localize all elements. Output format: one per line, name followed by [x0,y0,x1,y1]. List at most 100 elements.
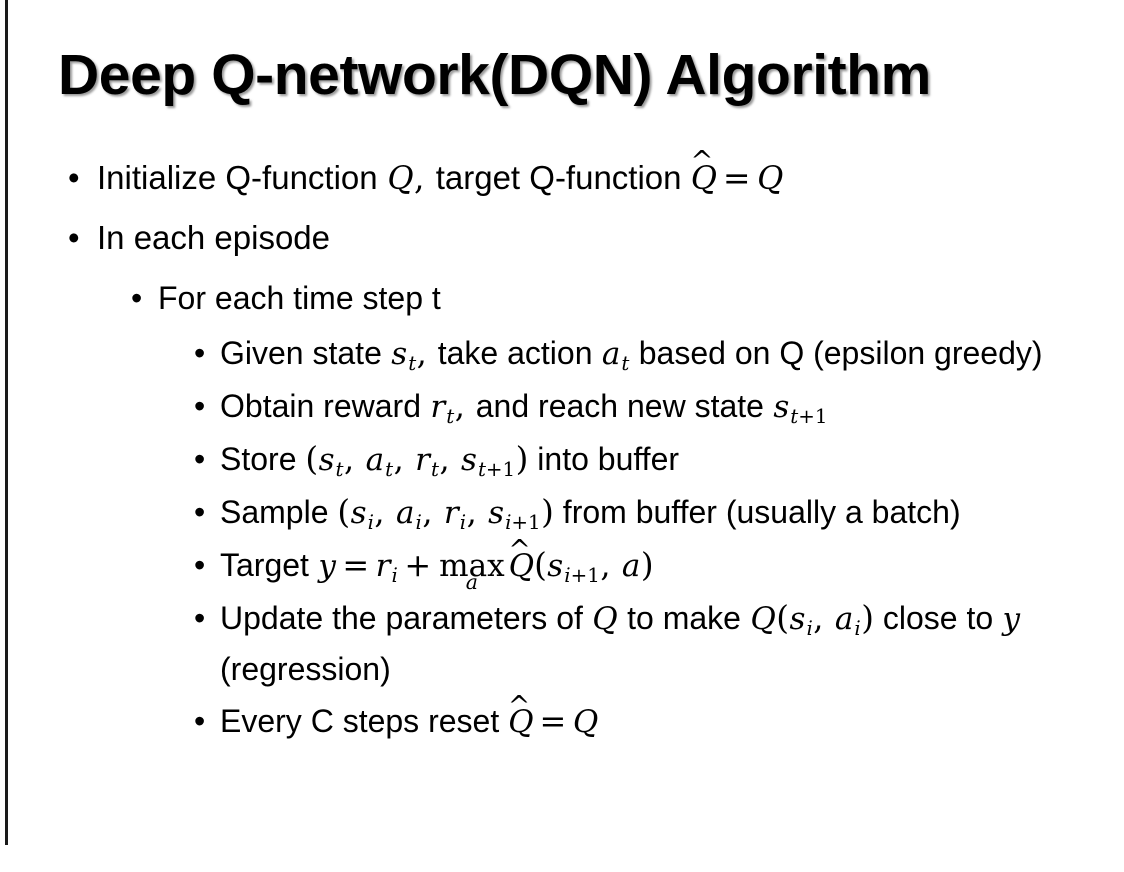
math-variable-subscripted: at [601,336,630,375]
math-subscript: t [446,404,455,428]
math-punctuation: , [422,493,433,531]
math-punctuation: , [344,440,355,478]
math-variable: y [318,548,336,584]
bullet-store-into-buffer: •Store (st, at, rt, st+1) into buffer [0,434,1124,485]
math-subscript: t [408,351,417,375]
bullet-obtain-reward-reach-new-state: • Obtain reward rt, and reach new state s… [0,381,1124,432]
bullet-update-parameters-regression: • Update the parameters of Q to make Q(si… [0,593,1124,694]
math-subscript: t [621,351,630,375]
math-punctuation: , [439,440,450,478]
bullet-sample-from-buffer: • Sample (si, ai, ri, si+1) from buffer (… [0,487,1124,538]
bullet-dot-icon: • [194,494,206,530]
math-variable-subscripted: at [365,442,394,481]
math-punctuation: , [416,334,427,372]
math-variable-hat: Q^ [690,145,717,197]
bullet-given-state-take-action: •Given state st, take action at based on… [0,328,1124,379]
math-operator-limit: a [465,569,478,594]
page-title: Deep Q-network(DQN) Algorithm [58,43,931,107]
bullet-text: Given state st, take action at based on … [220,334,1043,375]
bullet-dot-icon: • [194,335,206,371]
math-variable-hat: Q^ [507,690,534,740]
math-paren: ( [776,599,790,637]
math-variable: Q [592,601,618,637]
math-paren: ) [541,493,554,531]
bullet-dot-icon: • [68,219,80,256]
math-variable-subscripted: ai [834,601,861,640]
slide-left-edge-rule [5,0,8,845]
math-paren: ( [305,440,319,478]
math-variable-subscripted: st [391,336,417,375]
math-subscript: i [415,510,422,534]
math-variable: Q [757,159,784,197]
math-subscript: i [854,616,861,640]
bullet-text: Update the parameters of Q to make Q(si,… [220,599,1021,687]
math-variable-subscripted: rt [430,389,455,428]
math-punctuation: , [600,546,611,584]
math-variable: Q [750,601,776,637]
math-variable-subscripted: ri [443,495,467,534]
math-subscript: i+1 [505,510,541,534]
math-variable: Q [572,704,599,740]
math-variable-subscripted: ai [395,495,422,534]
math-subscript: t+1 [477,457,516,481]
math-punctuation: , [466,493,477,531]
math-punctuation: , [454,387,465,425]
bullet-dot-icon: • [194,600,206,636]
math-subscript: i+1 [564,563,600,587]
bullet-initialize-q-function: • Initialize Q-function Q, target Q-funct… [0,148,1124,208]
math-subscript: t [335,457,344,481]
circumflex-accent-icon: ^ [507,690,531,722]
math-paren: ( [337,493,351,531]
math-operator: = [539,702,567,740]
bullet-text: Sample (si, ai, ri, si+1) from buffer (u… [220,493,961,534]
circumflex-accent-icon: ^ [690,145,714,178]
math-subscript: i [367,510,374,534]
bullet-for-each-time-step: • For each time step t [0,268,1124,328]
math-variable-hat: Q^ [508,534,535,584]
math-variable-subscripted: si+1 [488,495,541,534]
math-punctuation: , [374,493,385,531]
bullet-text: Every C steps reset Q^=Q [220,690,599,740]
bullet-text: For each time step t [158,280,441,316]
bullet-text: Store (st, at, rt, st+1) into buffer [220,440,680,481]
math-variable-subscripted: ri [375,548,398,587]
math-variable-subscripted: si [350,495,374,534]
math-operator: + [404,546,432,584]
bullet-text: Initialize Q-function Q, target Q-functi… [97,145,784,197]
math-paren: ( [534,546,547,584]
math-subscript: t [385,457,394,481]
math-variable-subscripted: st+1 [461,442,516,481]
bullet-text: In each episode [97,219,331,256]
math-punctuation: , [393,440,404,478]
bullet-dot-icon: • [68,159,80,196]
math-subscript: i [391,563,398,587]
math-variable: a [621,548,641,584]
math-operator: = [722,158,751,197]
math-subscript: t+1 [790,404,828,428]
bullet-dot-icon: • [194,388,206,424]
math-subscript: i [806,616,813,640]
math-operator: = [342,546,370,584]
bullet-dot-icon: • [131,280,143,316]
math-variable-subscripted: st [318,442,344,481]
bullet-dot-icon: • [194,703,206,739]
algorithm-bullet-list: • Initialize Q-function Q, target Q-funct… [0,148,1124,749]
math-variable-subscripted: st+1 [773,389,828,428]
math-subscript: i [459,510,467,534]
math-operator-name: max [439,548,505,584]
math-variable-subscripted: rt [415,442,439,481]
math-paren: ) [515,440,529,478]
math-paren: ) [640,546,654,584]
math-punctuation: , [414,158,425,197]
bullet-text: Obtain reward rt, and reach new state st… [220,387,828,428]
math-punctuation: , [813,599,824,637]
bullet-dot-icon: • [194,547,206,583]
circumflex-accent-icon: ^ [508,534,531,566]
math-subscript: t [430,457,439,481]
math-variable-subscripted: si+1 [547,548,600,587]
bullet-in-each-episode: • In each episode [0,208,1124,268]
